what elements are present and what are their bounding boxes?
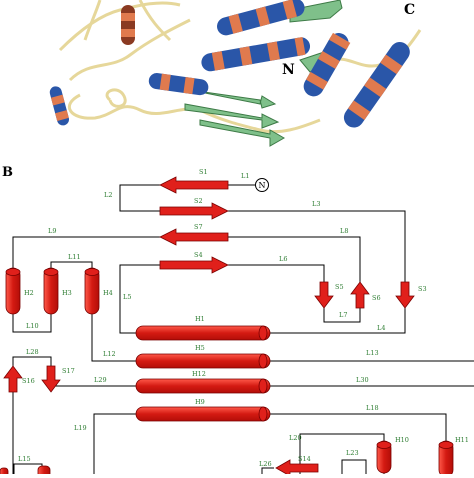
label-s14: S14 (298, 455, 311, 463)
n-terminus-node: N (255, 178, 269, 192)
strand-s4 (159, 256, 229, 274)
strand-s2 (159, 202, 229, 220)
label-l23: L23 (346, 449, 359, 457)
panel-a-structure: N C (0, 0, 474, 156)
label-h2: H2 (24, 289, 34, 297)
strand-s16 (3, 365, 23, 393)
label-l2: L2 (104, 191, 112, 199)
label-l19: L19 (74, 424, 87, 432)
alpha-helices (49, 0, 410, 128)
helix-h12 (135, 378, 271, 394)
helix-h2 (5, 267, 21, 315)
sse-labels: S1 S2 S7 S4 S5 S6 S3 S17 S16 S14 H1 H5 H… (18, 168, 469, 468)
strand-s1 (159, 176, 229, 194)
helix-partial-bottom-left-2 (0, 467, 9, 478)
label-l10: L10 (26, 322, 39, 330)
label-s1: S1 (199, 168, 208, 176)
label-l13: L13 (366, 349, 379, 357)
c-terminus-label-a: C (404, 2, 415, 18)
helix-h1 (135, 325, 271, 341)
label-h1: H1 (195, 315, 205, 323)
label-s17: S17 (62, 367, 75, 375)
helix-h4 (84, 267, 100, 315)
helix-h3 (43, 267, 59, 315)
topology-diagram: B (0, 165, 474, 478)
beta-strands (3, 176, 415, 477)
n-terminus-label-a: N (282, 62, 295, 78)
label-l6: L6 (279, 255, 287, 263)
label-s3: S3 (418, 285, 427, 293)
label-l8: L8 (340, 227, 348, 235)
label-l15: L15 (18, 455, 31, 463)
helix-partial-bottom-left (37, 465, 51, 478)
label-s7: S7 (194, 223, 203, 231)
strand-s6 (350, 281, 370, 309)
label-s5: S5 (335, 283, 344, 291)
strand-s14 (275, 459, 319, 477)
label-h12: H12 (192, 370, 206, 378)
label-h9: H9 (195, 398, 205, 406)
label-l12: L12 (103, 350, 116, 358)
panel-b-label: B (2, 165, 13, 180)
label-s6: S6 (372, 294, 381, 302)
label-l18: L18 (366, 404, 379, 412)
label-h3: H3 (62, 289, 72, 297)
label-l9: L9 (48, 227, 56, 235)
label-l3: L3 (312, 200, 320, 208)
label-l11: L11 (68, 253, 81, 261)
strand-s7 (159, 228, 229, 246)
label-l28: L28 (26, 348, 39, 356)
label-h4: H4 (103, 289, 113, 297)
helix-h5 (135, 353, 271, 369)
label-l29: L29 (94, 376, 107, 384)
strand-s5 (314, 281, 334, 309)
label-l4: L4 (377, 324, 385, 332)
label-l20: L20 (289, 434, 302, 442)
label-l26: L26 (259, 460, 272, 468)
helix-h11 (438, 440, 454, 478)
n-terminus-label: N (259, 181, 266, 190)
label-l1: L1 (241, 172, 249, 180)
label-h11: H11 (455, 436, 469, 444)
label-s16: S16 (22, 377, 35, 385)
label-s2: S2 (194, 197, 203, 205)
panel-b-topology: B (0, 156, 474, 478)
strand-s3 (395, 281, 415, 309)
label-l5: L5 (123, 293, 131, 301)
helix-h9 (135, 406, 271, 422)
protein-cartoon: N C (49, 0, 422, 147)
strand-s17 (41, 365, 61, 393)
label-l7: L7 (339, 311, 347, 319)
label-l30: L30 (356, 376, 369, 384)
label-h10: H10 (395, 436, 409, 444)
label-s4: S4 (194, 251, 203, 259)
helix-h10 (376, 440, 392, 474)
label-h5: H5 (195, 344, 205, 352)
horizontal-helices (135, 325, 271, 422)
